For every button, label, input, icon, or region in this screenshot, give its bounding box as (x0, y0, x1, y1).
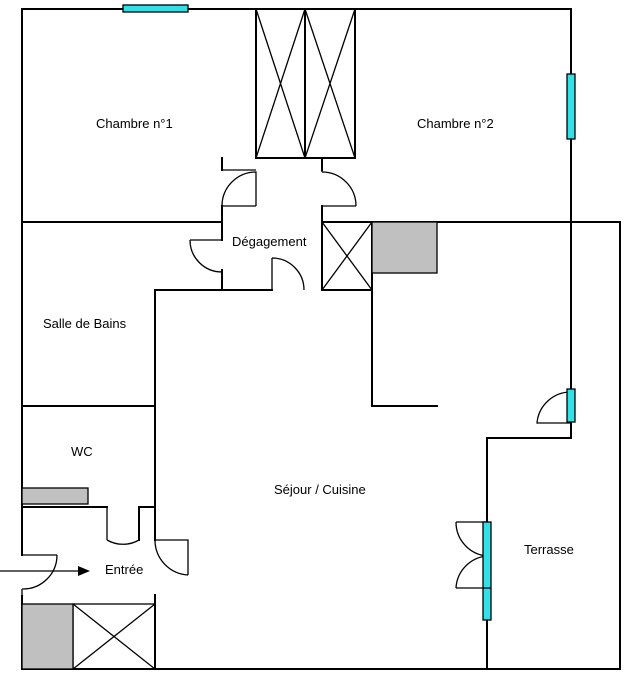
door-chambre2 (321, 171, 357, 207)
door-terrace-left-lower (455, 555, 488, 589)
wall-outer-top (21, 8, 572, 223)
label-wc: WC (71, 444, 93, 459)
door-sejour (271, 257, 305, 291)
degagement-closet-cross (321, 221, 373, 291)
label-salle-de-bains: Salle de Bains (43, 316, 127, 331)
window-chambre1 (122, 4, 189, 13)
label-chambre2: Chambre n°2 (417, 116, 494, 131)
label-chambre1: Chambre n°1 (96, 116, 173, 131)
window-sejour-terrace (482, 521, 492, 621)
door-terrace-left-upper (455, 521, 488, 557)
label-degagement: Dégagement (232, 234, 307, 249)
entry-arrow (0, 566, 90, 576)
fixtures (21, 221, 438, 670)
label-sejour: Séjour / Cuisine (274, 482, 366, 497)
door-chambre1 (221, 171, 257, 207)
entree-closet-cross (72, 603, 156, 670)
door-entrance (21, 554, 58, 590)
wall-right-top (436, 221, 621, 670)
label-terrasse: Terrasse (524, 542, 574, 557)
door-wc (106, 507, 140, 545)
door-terrace-top (536, 391, 572, 424)
entree-fixture (21, 603, 74, 670)
windows (122, 4, 576, 621)
door-entree-sejour (154, 539, 189, 576)
entry-arrow-head (78, 566, 90, 576)
wardrobe-cross-right (304, 8, 356, 159)
wc-fixture (21, 487, 89, 505)
door-bath (189, 239, 223, 273)
label-entree: Entrée (105, 562, 143, 577)
wardrobe-cross-left (255, 8, 306, 159)
room-labels: Chambre n°1 Chambre n°2 Dégagement Salle… (43, 116, 574, 577)
wall-entree-right (138, 506, 156, 541)
kitchen-fixture (371, 221, 438, 274)
window-terrace-door (566, 388, 576, 423)
window-chambre2 (566, 73, 576, 140)
doors (21, 169, 572, 596)
